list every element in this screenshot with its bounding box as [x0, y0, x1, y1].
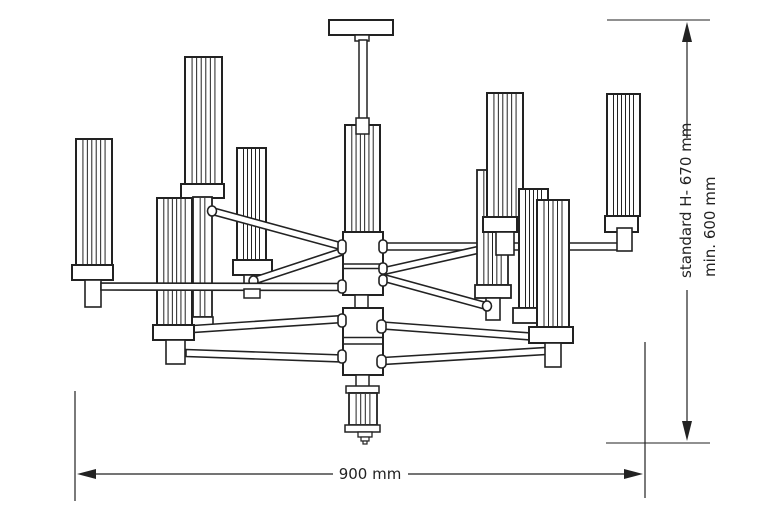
candle-flute [606, 93, 641, 217]
finial-tip [362, 440, 368, 445]
arm-cap [481, 300, 493, 312]
fluting-lines [163, 199, 186, 324]
candle-flute [75, 138, 113, 266]
candle-cup [180, 183, 225, 199]
hub-neck [355, 374, 370, 388]
hub-nub [378, 262, 388, 275]
arms-left [185, 205, 345, 363]
arm-left-lower-2 [185, 348, 344, 363]
hub-nub [378, 274, 388, 287]
hanging-rod [358, 39, 368, 121]
candle-flute [184, 56, 223, 185]
candle-mid-left-back [190, 196, 214, 328]
candle-flute [156, 197, 193, 326]
dimensions: standard H- 670 mm min. 600 mm 900 mm [74, 19, 719, 501]
central-column-flute [344, 124, 381, 233]
fluting-lines [82, 140, 106, 264]
candle-front-right [528, 199, 574, 368]
arrow-left [77, 469, 96, 479]
arm-left-diag-upper [211, 206, 345, 252]
fluting-lines [191, 58, 216, 183]
candle-stem [495, 231, 515, 256]
hub-nub [337, 279, 347, 294]
candle-upper-right [482, 92, 524, 256]
arm-nub [243, 288, 261, 299]
height-standard-label: standard H- 670 mm [677, 123, 695, 278]
arrow-right [624, 469, 643, 479]
candle-far-right [604, 93, 641, 252]
candles-front [152, 197, 574, 368]
fluting-lines [199, 198, 206, 316]
arm-cap [206, 205, 218, 217]
candle-far-left [71, 138, 114, 308]
finial-flute [348, 392, 378, 426]
arm-right-to-H [383, 273, 487, 311]
fluting-lines [613, 95, 634, 215]
candle-stem [84, 279, 102, 308]
candles-back [71, 56, 641, 328]
candle-cup [474, 284, 512, 299]
hub-nub [337, 349, 347, 364]
arrow-down [682, 421, 692, 441]
arrow-up [682, 22, 692, 42]
arm-right-lower-1 [382, 321, 532, 341]
fluting-lines [243, 149, 260, 261]
hub-nub [337, 239, 347, 255]
fluting-lines [351, 126, 374, 231]
candle-cup [152, 324, 195, 341]
fluting-lines [493, 94, 517, 216]
candle-cup [71, 264, 114, 281]
arm-left-horizontal [100, 282, 344, 292]
fluting-lines [355, 394, 371, 424]
candle-upper-left [180, 56, 225, 199]
finial-plate [344, 424, 381, 433]
candle-flute [486, 92, 524, 218]
arm-left-lower-1 [192, 314, 344, 334]
hub-nub [376, 354, 387, 369]
hub-nub [337, 313, 347, 328]
hub-nub [376, 319, 387, 334]
candle-stem [544, 342, 562, 368]
rod-joint [355, 117, 370, 135]
finial-step [360, 436, 370, 442]
candle-cup [528, 326, 574, 344]
arms-front [100, 279, 347, 299]
candle-front-left [152, 197, 195, 365]
width-label: 900 mm [339, 465, 402, 483]
finial-plate [345, 385, 380, 394]
hub-neck [354, 294, 369, 309]
candle-stem [616, 227, 633, 252]
fluting-lines [543, 201, 563, 326]
hub-nubs [337, 239, 388, 369]
ceiling-canopy [328, 19, 394, 36]
finial-step [357, 431, 373, 438]
central-assembly [328, 19, 394, 445]
height-min-label: min. 600 mm [701, 177, 719, 277]
arm-right-lower-2 [382, 346, 547, 366]
candle-stem [165, 339, 186, 365]
candle-cup [482, 216, 518, 233]
hub-nub [378, 239, 388, 254]
